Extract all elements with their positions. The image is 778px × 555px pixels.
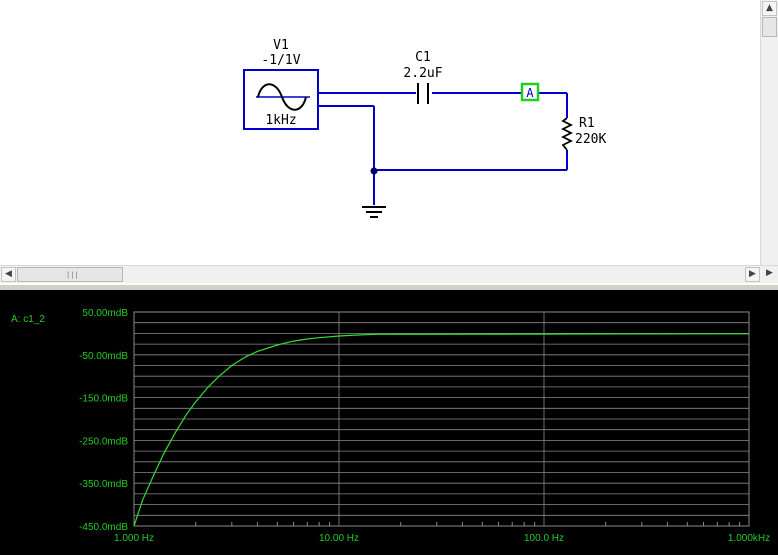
sine-wave-icon xyxy=(257,83,307,111)
series-trace-line xyxy=(133,333,750,527)
horizontal-scroll-thumb[interactable]: ||| xyxy=(17,267,123,282)
probe-label: A xyxy=(526,86,534,100)
arrow-right-icon[interactable]: ▶ xyxy=(745,267,760,282)
y-tick-label: -350.0mdB xyxy=(79,479,128,490)
ground-icon xyxy=(362,206,386,218)
resistor-r1[interactable]: R1 220K xyxy=(560,116,606,151)
x-tick-label: 100.0 Hz xyxy=(524,533,564,544)
capacitor-value-label: 2.2uF xyxy=(403,66,442,81)
source-v1[interactable]: V1 -1/1V 1kHz xyxy=(243,38,319,130)
schematic-drawing: V1 -1/1V 1kHz C1 2.2uF A R1 220K xyxy=(243,38,606,218)
vertical-scrollbar[interactable]: ▲ xyxy=(760,0,778,265)
x-tick-labels: 1.000 Hz 10.00 Hz 100.0 Hz 1.000kHz xyxy=(114,533,770,544)
capacitor-name-label: C1 xyxy=(415,50,431,65)
probe-box[interactable] xyxy=(520,82,540,102)
y-tick-label: -50.00mdB xyxy=(79,351,128,362)
arrow-up-icon[interactable]: ▲ xyxy=(762,1,777,16)
junction-node xyxy=(370,167,378,175)
bode-plot: 50.00mdB -50.00mdB -150.0mdB -250.0mdB -350.… xyxy=(11,308,770,544)
y-tick-label: -150.0mdB xyxy=(79,394,128,405)
arrow-left-icon[interactable]: ◀ xyxy=(1,267,16,282)
plot-grid xyxy=(133,311,750,527)
y-tick-label: 50.00mdB xyxy=(82,308,128,319)
x-tick-label: 10.00 Hz xyxy=(319,533,359,544)
y-tick-label: -450.0mdB xyxy=(79,522,128,533)
x-tick-label: 1.000 Hz xyxy=(114,533,154,544)
legend-series-label: A: c1_2 xyxy=(11,314,45,325)
vertical-scroll-thumb[interactable] xyxy=(762,17,777,37)
resistor-value-label: 220K xyxy=(575,132,606,147)
resistor-zigzag xyxy=(560,117,574,151)
probe-a[interactable]: A xyxy=(520,82,540,102)
capacitor-c1[interactable]: C1 2.2uF xyxy=(403,50,443,104)
scroll-grip-icon: ||| xyxy=(66,271,79,279)
arrow-right-secondary-icon[interactable]: ▶ xyxy=(762,267,777,282)
x-tick-label: 1.000kHz xyxy=(728,533,770,544)
horizontal-scrollbar[interactable]: ◀ ||| ▶ ▶ xyxy=(0,265,778,283)
schematic-canvas[interactable]: V1 -1/1V 1kHz C1 2.2uF A R1 220K xyxy=(0,0,778,285)
y-tick-label: -250.0mdB xyxy=(79,436,128,447)
resistor-name-label: R1 xyxy=(579,116,595,131)
source-frequency-label: 1kHz xyxy=(265,113,296,128)
source-name-label: V1 xyxy=(273,38,289,53)
trace-layer xyxy=(133,333,750,527)
source-amplitude-label: -1/1V xyxy=(261,53,300,68)
analysis-plot-panel[interactable]: 50.00mdB -50.00mdB -150.0mdB -250.0mdB -350.… xyxy=(0,290,778,555)
y-tick-labels: 50.00mdB -50.00mdB -150.0mdB -250.0mdB -350.… xyxy=(79,308,128,533)
